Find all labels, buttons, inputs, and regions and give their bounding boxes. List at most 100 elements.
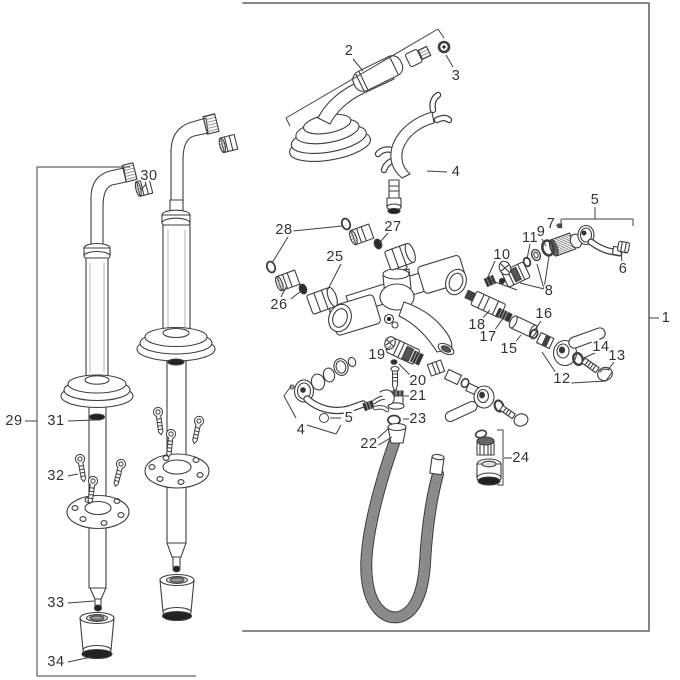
- diverter-cartridge-19: [384, 336, 424, 410]
- leader-line-12: [605, 371, 613, 382]
- part-label-34: 34: [47, 654, 64, 670]
- leader-line-13: [607, 361, 615, 371]
- part-label-11: 11: [522, 230, 538, 246]
- callout-leaders: [25, 28, 659, 677]
- part-label-20: 20: [409, 373, 426, 389]
- leader-line-34: [67, 656, 92, 663]
- handle-nut-6: [616, 240, 631, 254]
- part-label-7: 7: [547, 216, 556, 232]
- leader-line-15: [513, 334, 522, 345]
- part-label-1: 1: [662, 310, 671, 326]
- leader-line-10: [486, 278, 518, 291]
- leader-line-7: [555, 224, 560, 227]
- leader-line-24: [497, 429, 504, 486]
- part-label-27: 27: [384, 219, 401, 235]
- leader-line-26: [280, 286, 287, 298]
- leader-line-17: [493, 316, 505, 332]
- diverter-cartridge: [483, 239, 555, 288]
- leader-line-2: [285, 117, 291, 127]
- part-label-22: 22: [360, 436, 377, 452]
- leader-line-2: [437, 28, 445, 39]
- leader-line-6: [620, 251, 623, 263]
- part-label-29: 29: [5, 413, 22, 429]
- leader-line-4: [306, 424, 337, 435]
- part-label-31: 31: [47, 413, 64, 429]
- part-label-25: 25: [326, 249, 343, 265]
- union-set-upper: [340, 217, 416, 271]
- callout-labels: 1234567891011121314151617181920212223242…: [3, 41, 671, 672]
- diverter-lever-assembly: [289, 356, 395, 415]
- leader-line-22: [376, 436, 393, 447]
- part-label-16: 16: [535, 306, 552, 322]
- aerator-set: [474, 429, 502, 486]
- part-label-24: 24: [512, 450, 529, 466]
- socket-bushing: [159, 573, 195, 622]
- part-label-18: 18: [468, 317, 485, 333]
- o-ring-16: [529, 328, 539, 340]
- leader-line-18: [481, 309, 491, 320]
- leader-line-2: [352, 58, 364, 72]
- leader-line-32: [67, 473, 79, 477]
- leader-line-14: [583, 351, 598, 359]
- leader-line-11: [526, 243, 531, 260]
- part-label-28: 28: [275, 222, 292, 238]
- union-nut-25: [306, 286, 338, 315]
- leader-line-19: [383, 345, 392, 352]
- leader-line-4: [426, 170, 448, 173]
- valve-cartridge-cold: [464, 289, 555, 350]
- leader-line-8: [519, 282, 545, 290]
- part-label-33: 33: [47, 595, 64, 611]
- part-label-32: 32: [47, 468, 64, 484]
- handle-assembly-hot: [426, 359, 529, 427]
- leader-line-2: [285, 28, 439, 119]
- leader-line-22: [376, 427, 390, 440]
- shower-hose: [360, 414, 445, 624]
- leader-line-4: [283, 385, 292, 397]
- o-ring-27: [373, 238, 383, 250]
- leader-line-3: [445, 54, 454, 68]
- union-nut-right: [218, 133, 239, 154]
- part-label-30: 30: [140, 168, 157, 184]
- part-label-4: 4: [452, 164, 461, 180]
- handshower: [289, 40, 451, 162]
- leader-line-27: [380, 232, 389, 242]
- mixer-body: [328, 255, 467, 356]
- leader-line-8: [543, 255, 550, 290]
- o-ring-9: [541, 239, 555, 257]
- leader-line-16: [533, 320, 542, 332]
- part-label-21: 21: [409, 388, 426, 404]
- o-ring-14: [572, 351, 584, 367]
- leader-line-12: [541, 351, 557, 374]
- leader-line-25: [326, 263, 342, 292]
- o-ring-31: [88, 413, 106, 421]
- leader-line-4: [283, 395, 297, 419]
- part-label-17: 17: [479, 329, 496, 345]
- o-ring-20: [390, 359, 398, 365]
- part-label-6: 6: [619, 261, 628, 277]
- pin-33: [93, 604, 103, 612]
- part-label-26: 26: [270, 297, 287, 313]
- leader-line-28: [292, 225, 343, 232]
- lever-handle-assembly: [548, 223, 631, 257]
- part-label-2: 2: [345, 43, 354, 59]
- shower-holder: [374, 91, 453, 215]
- part-label-23: 23: [409, 411, 426, 427]
- union-nut-30: [134, 177, 154, 197]
- leader-line-4: [335, 424, 342, 435]
- leader-line-9: [541, 238, 547, 247]
- parts-box-border: [242, 2, 650, 632]
- o-ring: [167, 358, 185, 366]
- leader-line-31: [67, 419, 96, 422]
- leader-line-10: [486, 260, 496, 280]
- standpipe-left: [60, 162, 154, 660]
- part-label-10: 10: [493, 247, 510, 263]
- leader-line-20: [398, 363, 412, 377]
- part-label-5: 5: [345, 410, 354, 426]
- part-label-5: 5: [591, 192, 600, 208]
- socket-bushing-34: [79, 611, 115, 660]
- callout-circle-5: [319, 413, 329, 423]
- leader-line-28: [271, 236, 289, 264]
- leader-line-33: [67, 600, 95, 604]
- leader-line-26: [290, 290, 302, 300]
